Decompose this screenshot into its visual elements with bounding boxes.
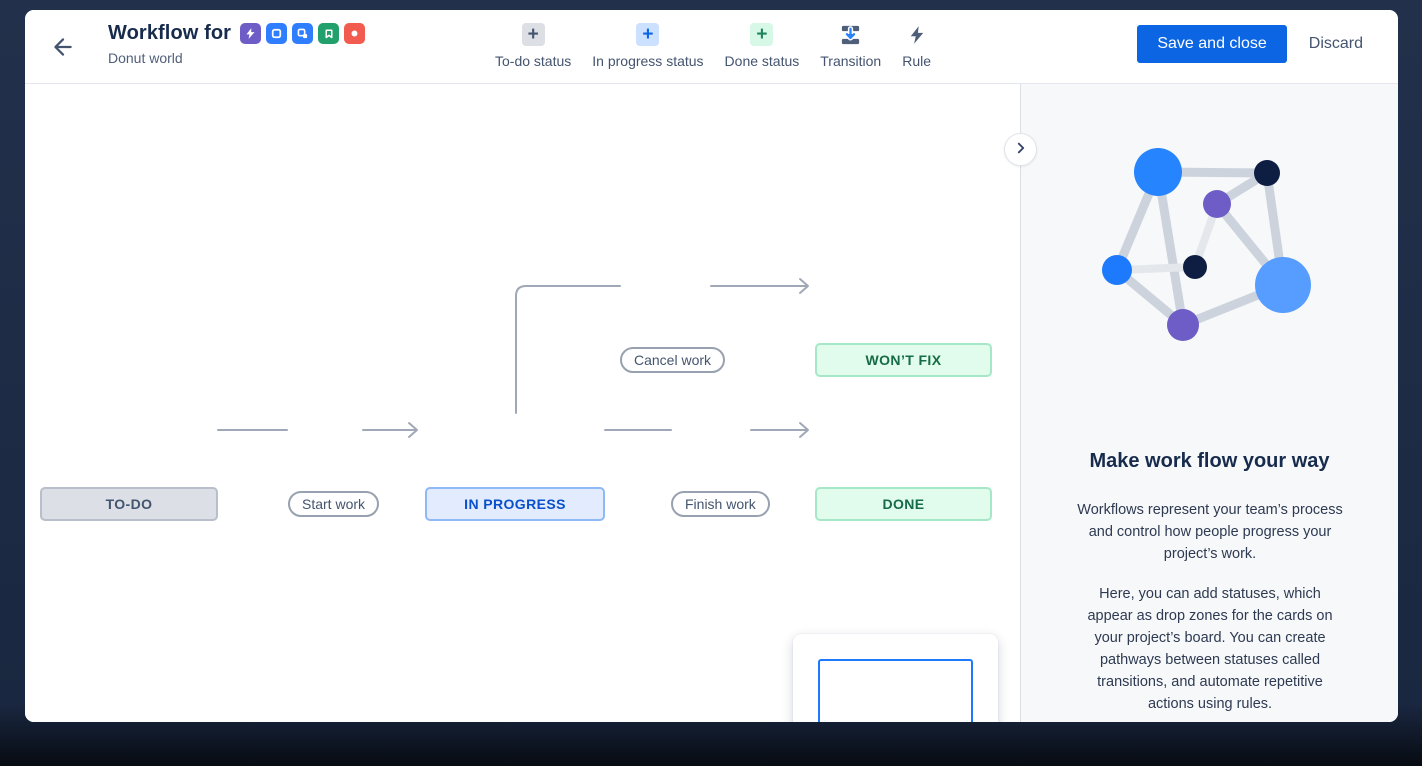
add-todo-status-button[interactable]: + To-do status (495, 23, 571, 69)
arrowhead (799, 278, 809, 294)
transition-cancel-work[interactable]: Cancel work (620, 347, 726, 373)
save-and-close-button[interactable]: Save and close (1137, 25, 1287, 63)
square-outline-icon (266, 23, 288, 44)
node-navy-center (1183, 255, 1207, 279)
minimap-viewport[interactable] (818, 659, 973, 722)
transition-connectors (217, 278, 809, 438)
network-graph-illustration (1084, 140, 1334, 360)
tool-label: Done status (724, 53, 800, 69)
node-purple-bottom (1167, 309, 1199, 341)
page-title: Workflow for (108, 22, 232, 44)
editor-toolbar: + To-do status + In progress status + Do… (495, 23, 931, 69)
arrowhead (799, 422, 809, 438)
node-navy-small (1254, 160, 1280, 186)
transition-finish-work[interactable]: Finish work (671, 491, 770, 517)
tool-label: Rule (902, 53, 932, 69)
lightning-icon (905, 23, 928, 46)
status-node-todo[interactable]: TO-DO (40, 487, 218, 521)
node-purple (1203, 190, 1231, 218)
header-actions: Save and close Discard (1137, 25, 1385, 63)
panel-heading: Make work flow your way (1089, 450, 1330, 472)
node-blue-large (1134, 148, 1182, 196)
discard-button[interactable]: Discard (1287, 25, 1385, 63)
add-transition-button[interactable]: Transition (820, 23, 881, 69)
panel-paragraph: Workflows represent your team’s process … (1077, 502, 1343, 562)
bookmark-icon (318, 23, 340, 44)
status-node-in-progress[interactable]: IN PROGRESS (425, 487, 605, 521)
transition-icon (839, 23, 862, 46)
panel-divider (1020, 84, 1021, 722)
plus-icon: + (636, 23, 660, 46)
transition-start-work[interactable]: Start work (288, 491, 380, 517)
collapse-panel-button[interactable] (1004, 133, 1037, 166)
info-panel: Make work flow your way Workflows repres… (1021, 84, 1398, 722)
minimap (793, 634, 998, 722)
project-name: Donut world (108, 50, 183, 66)
arrowhead (408, 422, 418, 438)
connector-line (515, 285, 621, 414)
node-blue-small (1102, 255, 1132, 285)
subtasks-icon (292, 23, 314, 44)
lightning-icon (240, 23, 262, 44)
panel-description: Workflows represent your team’s process … (1075, 499, 1345, 722)
circle-icon (344, 23, 366, 44)
plus-icon: + (750, 23, 774, 46)
plus-icon: + (521, 23, 545, 46)
panel-paragraph: Here, you can add statuses, which appear… (1087, 586, 1333, 712)
add-inprogress-status-button[interactable]: + In progress status (592, 23, 704, 69)
project-avatar-icons (240, 23, 366, 44)
tool-label: In progress status (592, 53, 704, 69)
tool-label: To-do status (495, 53, 572, 69)
back-button[interactable] (47, 32, 79, 64)
status-node-done[interactable]: DONE (815, 487, 992, 521)
add-done-status-button[interactable]: + Done status (724, 23, 800, 69)
workflow-canvas[interactable]: TO-DO IN PROGRESS DONE WON’T FIX Start w… (25, 84, 1020, 722)
node-lightblue-large (1255, 257, 1311, 313)
title-block: Workflow for (108, 22, 366, 66)
chevron-right-icon (1014, 141, 1028, 158)
status-node-wont-fix[interactable]: WON’T FIX (815, 343, 992, 377)
header-bar: Workflow for (25, 10, 1398, 84)
add-rule-button[interactable]: Rule (902, 23, 931, 69)
arrow-left-icon (50, 34, 76, 63)
tool-label: Transition (820, 53, 882, 69)
workflow-editor-window: Workflow for (25, 10, 1398, 722)
